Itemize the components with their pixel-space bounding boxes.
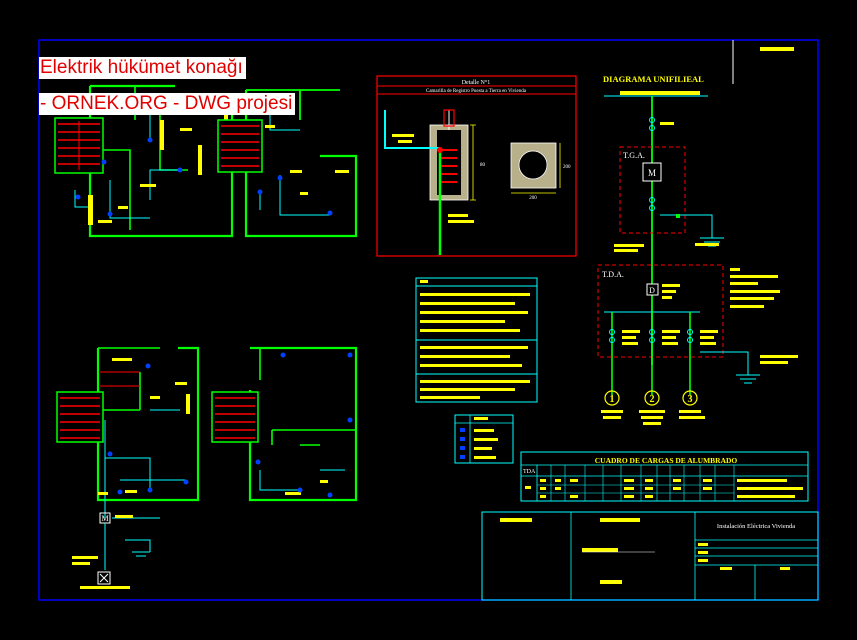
drawing-frame [38, 39, 819, 601]
notes-table [415, 277, 538, 403]
symbol-legend [454, 414, 514, 464]
load-table: CUADRO DE CARGAS DE ALUMBRADO TDA [520, 451, 809, 502]
grounding-detail: Detalle N°1 Camarilla de Registro Puesta… [376, 75, 577, 257]
detail-frame [376, 75, 577, 257]
detail-subtitle: Camarilla de Registro Puesta a Tierra en… [426, 89, 527, 94]
detail-dim-1: 80 [480, 163, 486, 168]
tga-meter-symbol: M [648, 168, 656, 178]
tda-box [597, 264, 724, 358]
title-block: Instalación Eléctrica Vivienda [481, 511, 819, 601]
title-block-project: Instalación Eléctrica Vivienda [717, 523, 795, 530]
tga-box [619, 146, 686, 234]
single-line-diagram: DIAGRAMA UNIFILIEAL T.G.A. M T.D.A. D [597, 40, 798, 425]
watermark-subtitle: - ORNEK.ORG - DWG projesi [39, 93, 296, 115]
floorplan-top-middle [217, 89, 358, 238]
circuit-3-number: 3 [688, 394, 693, 405]
detail-dim-2: 200 [529, 196, 537, 201]
floorplan-bottom-left: M [56, 346, 200, 589]
watermark-title: Elektrik hükümet konağı [39, 57, 246, 79]
single-line-title: DIAGRAMA UNIFILIEAL [603, 74, 704, 84]
floorplan-meter-symbol: M [101, 514, 108, 523]
load-table-title: CUADRO DE CARGAS DE ALUMBRADO [595, 456, 738, 465]
tda-diff-symbol: D [649, 286, 655, 295]
tda-label: T.D.A. [602, 270, 624, 279]
circuit-1-number: 1 [610, 394, 615, 405]
load-table-first-col: TDA [523, 469, 536, 475]
detail-title: Detalle N°1 [462, 79, 491, 86]
tga-label: T.G.A. [623, 151, 645, 160]
floorplan-bottom-middle [211, 346, 358, 502]
circuit-2-number: 2 [650, 394, 655, 405]
detail-dim-3: 200 [563, 165, 571, 170]
